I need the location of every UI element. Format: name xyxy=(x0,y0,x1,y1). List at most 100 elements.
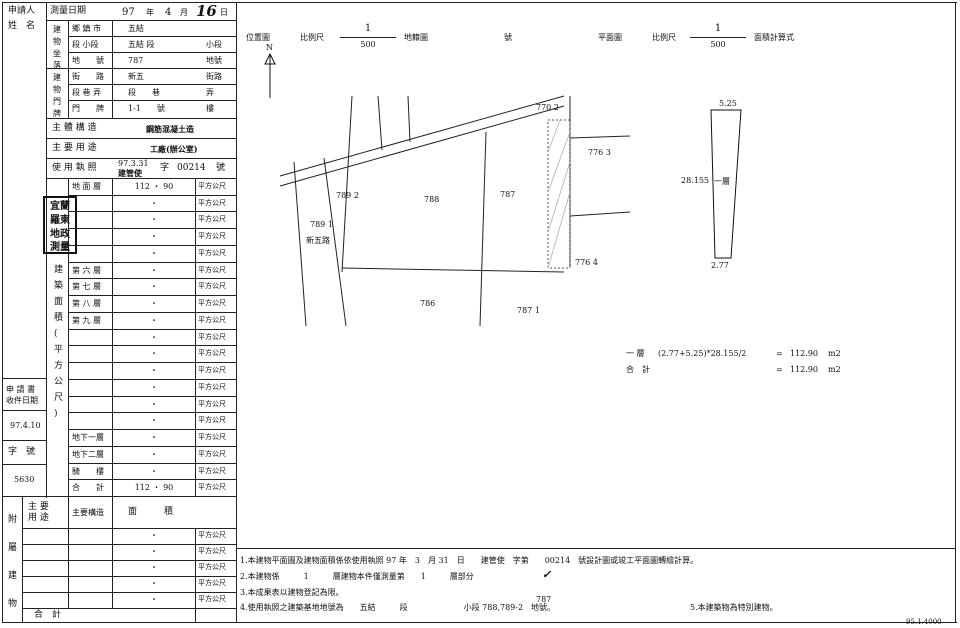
floor-row-line xyxy=(68,228,236,229)
parcel-boundary xyxy=(569,211,630,217)
floor-name: 第 六 層 xyxy=(72,266,102,275)
permit-word: 字 xyxy=(160,163,170,173)
survey-day: 16 xyxy=(196,2,217,20)
floor-row-line xyxy=(68,362,236,363)
parcel-boundary xyxy=(341,95,353,273)
bldg-door-label: 建物門牌 xyxy=(53,73,61,118)
area-calc-label: 面積計算式 xyxy=(754,33,794,42)
note-5: 5.本建築物為特別建物。 xyxy=(690,603,778,612)
calc-unit: m2 xyxy=(828,349,841,358)
floor-unit: 平方公尺 xyxy=(198,483,226,491)
floor-row-line xyxy=(68,211,236,212)
floor-name: 第 九 層 xyxy=(72,316,102,325)
annex-unit: 平方公尺 xyxy=(198,547,226,555)
name-label: 姓 名 xyxy=(8,21,36,31)
area-label-char: 築 xyxy=(54,281,64,291)
permit-date: 97.3.31 xyxy=(118,159,149,168)
floor-area: ・ xyxy=(150,366,158,375)
floor-unit: 平方公尺 xyxy=(198,215,226,223)
door-value: 新五 xyxy=(128,72,144,81)
row-line xyxy=(68,100,236,101)
row-line xyxy=(2,378,46,379)
floor-name: 地下二層 xyxy=(72,450,104,459)
parcel-786: 786 xyxy=(420,299,436,308)
parcel-770-2: 770 2 xyxy=(536,103,559,112)
row-line xyxy=(2,464,46,465)
location-value: 787 xyxy=(128,56,144,65)
permit-no-unit: 號 xyxy=(216,163,226,173)
road-edge-upper xyxy=(279,95,565,177)
left-col3a xyxy=(112,20,113,118)
left-col-unit xyxy=(195,178,196,496)
structure-value: 鋼筋混凝土造 xyxy=(146,124,194,134)
location-key: 段 小段 xyxy=(72,40,99,49)
floor-area: ・ xyxy=(150,215,158,224)
row-line xyxy=(68,84,236,85)
door-suffix: 街路 xyxy=(206,72,222,81)
survey-day-unit: 日 xyxy=(220,8,228,17)
notes-top-border xyxy=(236,548,955,549)
door-key: 街 路 xyxy=(72,72,104,81)
area-label-char: 尺 xyxy=(54,393,64,403)
note-1: 1.本建物平面圖及建物面積係依使用執照 97 年 3 月 31 日 建管使 字第… xyxy=(240,556,699,565)
scale-bar-right xyxy=(690,37,746,38)
note-2: 2.本建物係 1 層建物本件僅測量第 1 層部分 xyxy=(240,572,474,581)
floor-unit: 平方公尺 xyxy=(198,249,226,257)
floor-area: 112 ・ 90 xyxy=(134,483,174,492)
door-suffix: 弄 xyxy=(206,88,214,97)
floor-unit: 平方公尺 xyxy=(198,467,226,475)
floor-unit: 平方公尺 xyxy=(198,400,226,408)
floor-unit: 平方公尺 xyxy=(198,333,226,341)
note-4: 4.使用執照之建築基地地號為 五結 段 小段 788,789-2 地號。 xyxy=(240,603,556,612)
outer-left-border xyxy=(2,2,3,622)
usage-value: 工廠(辦公室) xyxy=(150,144,198,154)
row-line xyxy=(2,410,46,411)
annex-unit: 平方公尺 xyxy=(198,563,226,571)
floor-unit: 平方公尺 xyxy=(198,383,226,391)
location-value: 五結 xyxy=(128,24,144,33)
row-line xyxy=(2,440,46,441)
scale-num-left: 1 xyxy=(364,23,372,34)
usage-label: 主 要 用 途 xyxy=(52,143,97,153)
outer-top-border xyxy=(2,2,957,3)
floor-unit: 平方公尺 xyxy=(198,299,226,307)
outer-bottom-border xyxy=(2,622,957,623)
permit-no: 00214 xyxy=(177,163,206,173)
location-suffix: 地號 xyxy=(206,56,222,65)
left-col1 xyxy=(46,2,47,498)
annex-area-label: 面 積 xyxy=(128,507,174,517)
annex-unit: 平方公尺 xyxy=(198,579,226,587)
floor-unit: 平方公尺 xyxy=(198,232,226,240)
row-line xyxy=(2,496,236,497)
floor-area: ・ xyxy=(150,467,158,476)
cadastral-number-label: 號 xyxy=(504,33,512,42)
floor-area: ・ xyxy=(150,400,158,409)
annex-label-char: 物 xyxy=(8,599,18,609)
plan-side-dimension: 28.155 xyxy=(681,176,709,185)
floor-unit: 平方公尺 xyxy=(198,433,226,441)
left-col2b xyxy=(68,178,69,496)
annex-row xyxy=(22,608,236,609)
scale-den-left: 500 xyxy=(360,40,376,49)
annex-col xyxy=(112,496,113,608)
floor-row-line xyxy=(68,429,236,430)
floor-unit: 平方公尺 xyxy=(198,316,226,324)
annex-main-use-label: 主 要 用 途 xyxy=(28,502,49,523)
form-code: 95.1.4000 xyxy=(906,618,942,626)
parcel-boundary xyxy=(377,95,383,151)
annex-area: ・ xyxy=(150,579,158,588)
row-line xyxy=(46,118,236,119)
parcel-776-4: 776 4 xyxy=(575,258,598,267)
floor-unit: 平方公尺 xyxy=(198,416,226,424)
hatch-line xyxy=(547,191,571,269)
calc-equals: = xyxy=(776,365,783,374)
annex-col xyxy=(195,528,196,622)
floor-area: ・ xyxy=(150,333,158,342)
floor-row-line xyxy=(68,195,236,196)
annex-label-char: 附 xyxy=(8,515,18,525)
floor-row-line xyxy=(68,479,236,480)
hatch-line xyxy=(547,161,571,233)
annex-area: ・ xyxy=(150,531,158,540)
calc-equals: = xyxy=(776,349,783,358)
parcel-boundary xyxy=(341,267,565,273)
